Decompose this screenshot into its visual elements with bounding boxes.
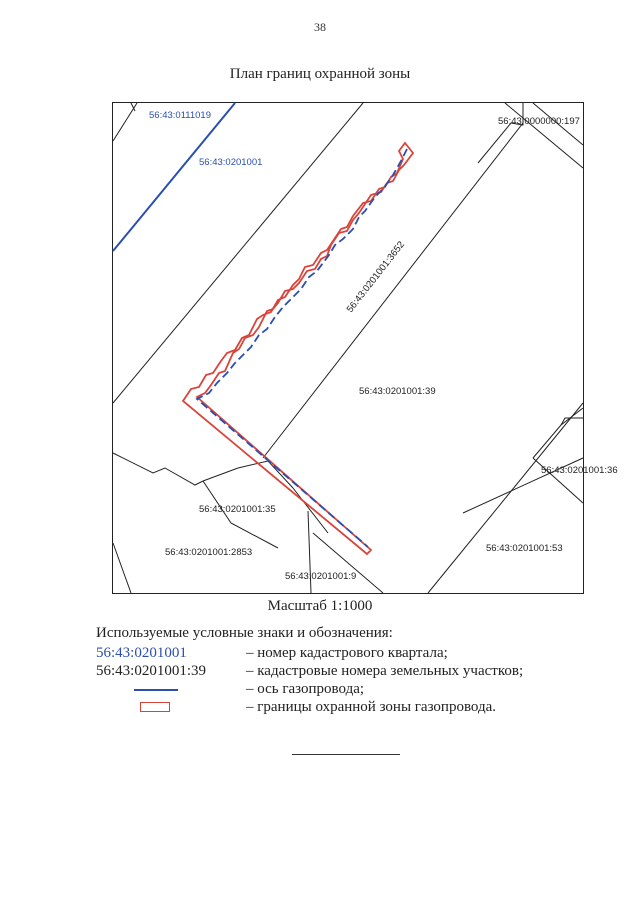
- parcel-boundary: [532, 457, 584, 504]
- parcel-boundary: [427, 402, 584, 594]
- quarter-label-main: 56:43:0201001: [199, 157, 262, 168]
- legend-title: Используемые условные знаки и обозначени…: [96, 625, 393, 641]
- bottom-rule: [292, 754, 400, 755]
- quarter-label-top: 56:43:0111019: [149, 110, 211, 121]
- cadastral-map: 56:43:0111019 56:43:0201001 56:43:000000…: [112, 102, 618, 594]
- parcel-boundary: [532, 102, 584, 146]
- gas-pipeline-axis: [195, 148, 408, 548]
- parcel-boundary: [462, 457, 584, 514]
- plan-title: План границ охранной зоны: [229, 66, 411, 82]
- parcel-boundary: [202, 480, 279, 549]
- scale-label: Масштаб 1:1000: [267, 598, 373, 614]
- parcel-label-9: 56:43:0201001:9: [285, 571, 356, 582]
- parcel-boundaries: [112, 102, 584, 594]
- legend-desc-quarter: – номер кадастрового квартала;: [246, 645, 448, 661]
- parcel-boundary: [292, 487, 329, 534]
- parcel-boundary: [504, 102, 584, 169]
- parcel-label-corner: 56:43:0000000:197: [498, 116, 580, 127]
- parcel-boundary: [477, 103, 524, 164]
- parcel-boundary: [112, 542, 132, 594]
- legend-key-parcel: 56:43:0201001:39: [96, 663, 207, 679]
- parcel-boundary: [112, 102, 364, 404]
- legend-row-axis: – ось газопровода;: [96, 681, 556, 701]
- map-frame: 56:43:0111019 56:43:0201001 56:43:000000…: [112, 102, 618, 594]
- parcel-boundary: [130, 102, 136, 112]
- protection-zone-border: [181, 141, 415, 556]
- parcel-label-35: 56:43:0201001:35: [199, 504, 276, 515]
- parcel-boundary: [262, 122, 524, 459]
- parcel-boundary: [112, 102, 138, 142]
- legend-axis-symbol: [134, 689, 178, 691]
- legend-row-zone: – границы охранной зоны газопровода.: [96, 699, 556, 719]
- page-number: 38: [314, 20, 326, 34]
- legend-key-quarter: 56:43:0201001: [96, 645, 187, 661]
- legend-desc-parcel: – кадастровые номера земельных участков;: [246, 663, 524, 679]
- parcel-label-partial: 56:43:0201001:36: [541, 465, 618, 476]
- parcel-label-53: 56:43:0201001:53: [486, 543, 563, 554]
- legend-row-parcel: 56:43:0201001:39 – кадастровые номера зе…: [96, 663, 556, 683]
- parcel-label-3652: 56:43:0201001:3652: [345, 239, 407, 314]
- legend-row-quarter: 56:43:0201001 – номер кадастрового кварт…: [96, 645, 556, 665]
- parcel-boundary: [202, 467, 239, 482]
- legend-desc-zone: – границы охранной зоны газопровода.: [246, 699, 497, 715]
- legend-zone-symbol: [140, 702, 170, 712]
- parcel-boundary: [560, 417, 583, 426]
- legend-desc-axis: – ось газопровода;: [246, 681, 365, 697]
- quarter-boundary-line: [112, 102, 236, 252]
- parcel-label-2853: 56:43:0201001:2853: [165, 547, 252, 558]
- parcel-boundary: [307, 510, 312, 594]
- parcel-boundary: [312, 532, 384, 594]
- parcel-boundary: [112, 452, 204, 486]
- parcel-label-39: 56:43:0201001:39: [359, 386, 436, 397]
